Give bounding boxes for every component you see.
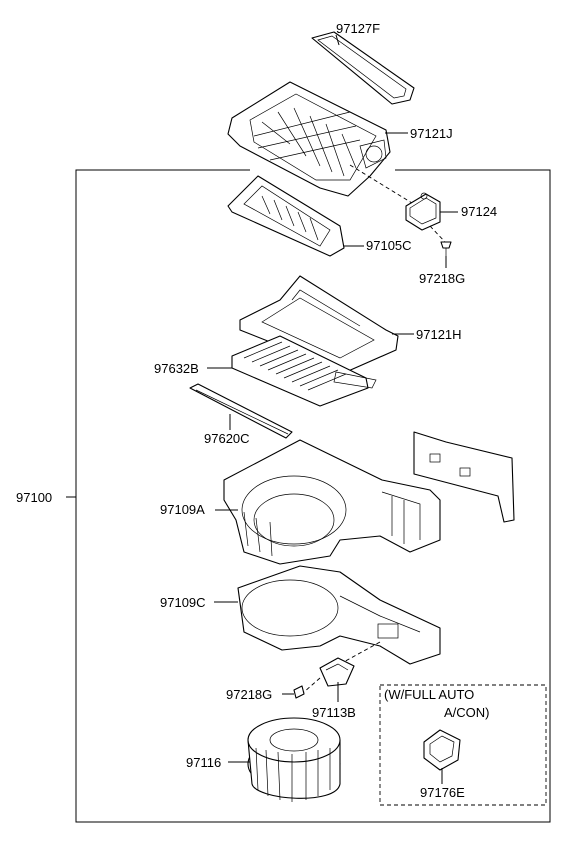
leader-97127F bbox=[335, 34, 340, 46]
part-97109C-case bbox=[237, 565, 441, 665]
label-97124: 97124 bbox=[461, 204, 497, 219]
part-97121J-upper-case bbox=[227, 81, 391, 197]
option-box-line1: (W/FULL AUTO bbox=[384, 687, 474, 702]
assembly-frame bbox=[75, 169, 551, 823]
label-97127F: 97127F bbox=[336, 21, 380, 36]
label-97109A: 97109A bbox=[160, 502, 205, 517]
label-97105C: 97105C bbox=[366, 238, 412, 253]
option-box bbox=[379, 684, 547, 806]
part-97124-actuator bbox=[405, 192, 441, 231]
guide-97113B bbox=[339, 641, 381, 665]
label-97632B: 97632B bbox=[154, 361, 199, 376]
part-97105C-door bbox=[227, 175, 345, 257]
label-97116: 97116 bbox=[186, 755, 221, 770]
label-97109C: 97109C bbox=[160, 595, 206, 610]
label-97100: 97100 bbox=[16, 490, 52, 505]
part-97127F-gasket bbox=[311, 31, 415, 105]
guide-97218G-top bbox=[429, 225, 447, 244]
part-side-panel bbox=[413, 431, 515, 523]
part-97116-blower bbox=[247, 717, 341, 802]
part-97620C-strip bbox=[189, 383, 293, 439]
part-97176E-module bbox=[423, 729, 461, 771]
guide-97124 bbox=[349, 164, 413, 204]
label-97218G-top: 97218G bbox=[419, 271, 465, 286]
part-97109A-case bbox=[223, 439, 441, 565]
label-97121H: 97121H bbox=[416, 327, 462, 342]
label-97113B: 97113B bbox=[312, 705, 356, 720]
label-97620C: 97620C bbox=[204, 431, 250, 446]
option-box-line2: A/CON) bbox=[444, 705, 490, 720]
label-97176E: 97176E bbox=[420, 785, 465, 800]
part-97113B-resistor bbox=[319, 657, 355, 687]
label-97121J: 97121J bbox=[410, 126, 453, 141]
part-97632B-filter bbox=[231, 335, 377, 407]
guide-97218G-bottom bbox=[303, 677, 321, 693]
part-97218G-screw-bottom bbox=[293, 685, 305, 699]
part-97218G-screw-top bbox=[440, 241, 452, 256]
label-97218G-bottom: 97218G bbox=[226, 687, 272, 702]
